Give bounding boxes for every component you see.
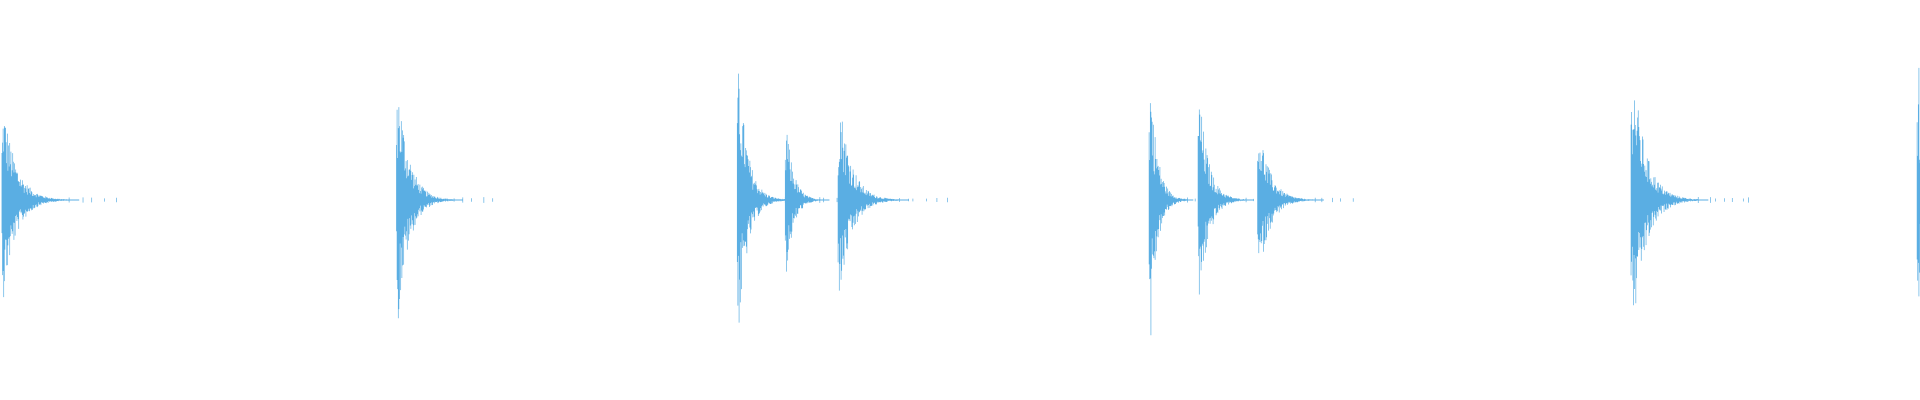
waveform-transient-3 <box>784 134 848 272</box>
waveform-transient-2 <box>736 73 821 323</box>
waveform-transient-5 <box>1148 103 1212 336</box>
waveform-transient-7 <box>1257 150 1354 254</box>
waveform-transient-8 <box>1630 100 1749 306</box>
waveform-transient-0 <box>1 126 117 298</box>
waveform-transient-4 <box>837 121 948 291</box>
waveform-transients <box>1 67 1920 336</box>
waveform-transient-1 <box>396 107 494 319</box>
waveform-transient-6 <box>1197 109 1281 295</box>
waveform-transient-9 <box>1916 67 1920 297</box>
